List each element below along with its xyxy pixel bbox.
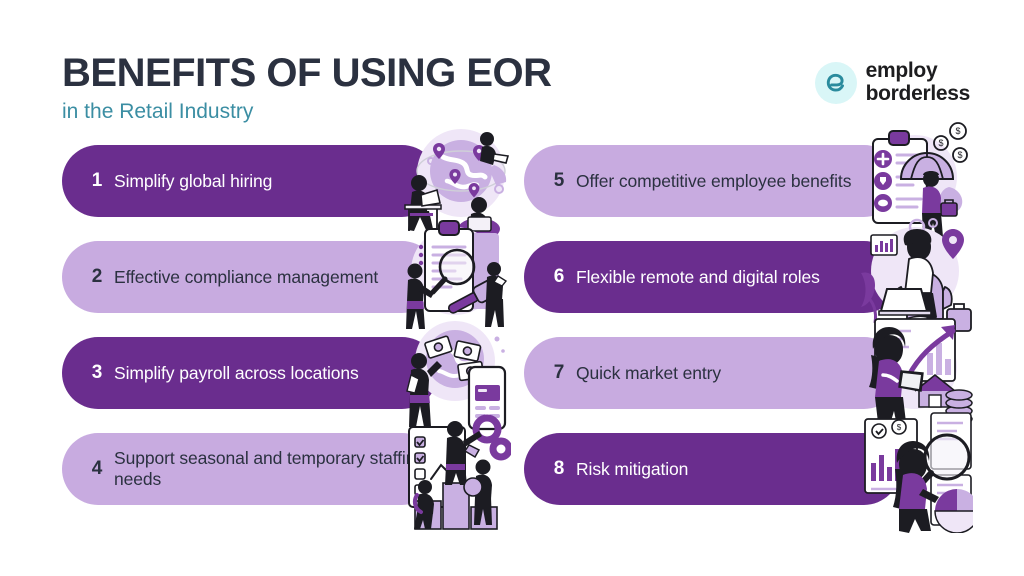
benefit-item[interactable]: 4 Support seasonal and temporary staffin… <box>62 414 511 530</box>
benefit-number: 1 <box>91 170 103 191</box>
svg-text:$: $ <box>955 126 960 136</box>
benefit-item[interactable]: 6 Flexible remote and digital roles <box>524 218 972 335</box>
benefit-item[interactable]: 1 Simplify global hiring <box>62 129 510 240</box>
benefit-number: 5 <box>553 170 565 191</box>
benefit-label: Support seasonal and temporary staffing … <box>114 448 425 489</box>
page-subtitle: in the Retail Industry <box>62 100 254 123</box>
benefit-pill[interactable]: 1 Simplify global hiring <box>62 145 438 217</box>
logo-wordmark: employ borderless <box>865 59 971 105</box>
benefit-pill[interactable]: 6 Flexible remote and digital roles <box>524 241 900 313</box>
benefit-number: 6 <box>553 266 565 287</box>
employ-borderless-e-icon <box>814 61 857 104</box>
benefit-pill[interactable]: 8 Risk mitigation <box>524 433 900 505</box>
benefits-column-left: 1 Simplify global hiring <box>62 129 511 530</box>
benefit-number: 7 <box>553 362 565 383</box>
benefit-label: Effective compliance management <box>114 266 379 287</box>
header: BENEFITS OF USING EOR in the Retail Indu… <box>62 52 762 123</box>
benefit-item[interactable]: 3 Simplify payroll across locations <box>62 321 507 431</box>
benefit-number: 3 <box>91 362 103 383</box>
benefit-label: Simplify global hiring <box>114 170 273 191</box>
benefits-column-right: 5 Offer competitive employee benefits <box>524 122 973 533</box>
benefit-label: Offer competitive employee benefits <box>576 170 852 191</box>
benefit-pill[interactable]: 3 Simplify payroll across locations <box>62 337 438 409</box>
brand-logo: employ borderless <box>814 59 971 105</box>
svg-text:$: $ <box>897 423 902 432</box>
benefit-number: 4 <box>91 458 103 479</box>
benefit-number: 8 <box>553 458 565 479</box>
benefit-pill[interactable]: 5 Offer competitive employee benefits <box>524 145 900 217</box>
benefit-number: 2 <box>91 266 103 287</box>
benefit-pill[interactable]: 4 Support seasonal and temporary staffin… <box>62 433 438 505</box>
svg-text:$: $ <box>938 138 943 148</box>
page-title: BENEFITS OF USING EOR <box>62 51 552 95</box>
benefit-label: Risk mitigation <box>576 458 689 479</box>
benefit-pill[interactable]: 7 Quick market entry <box>524 337 900 409</box>
svg-text:$: $ <box>957 150 962 160</box>
benefit-pill[interactable]: 2 Effective compliance management <box>62 241 438 313</box>
benefit-item[interactable]: 2 Effective compliance management <box>62 220 508 329</box>
benefit-label: Simplify payroll across locations <box>114 362 359 383</box>
benefit-item[interactable]: 5 Offer competitive employee benefits <box>524 122 969 237</box>
benefit-label: Flexible remote and digital roles <box>576 266 820 287</box>
logo-line-employ: employ <box>865 59 938 82</box>
benefit-item[interactable]: 8 Risk mitigation $ <box>524 412 973 533</box>
benefit-label: Quick market entry <box>576 362 722 383</box>
logo-line-borderless: borderless <box>865 81 971 105</box>
benefit-item[interactable]: 7 Quick market entry <box>524 318 973 431</box>
